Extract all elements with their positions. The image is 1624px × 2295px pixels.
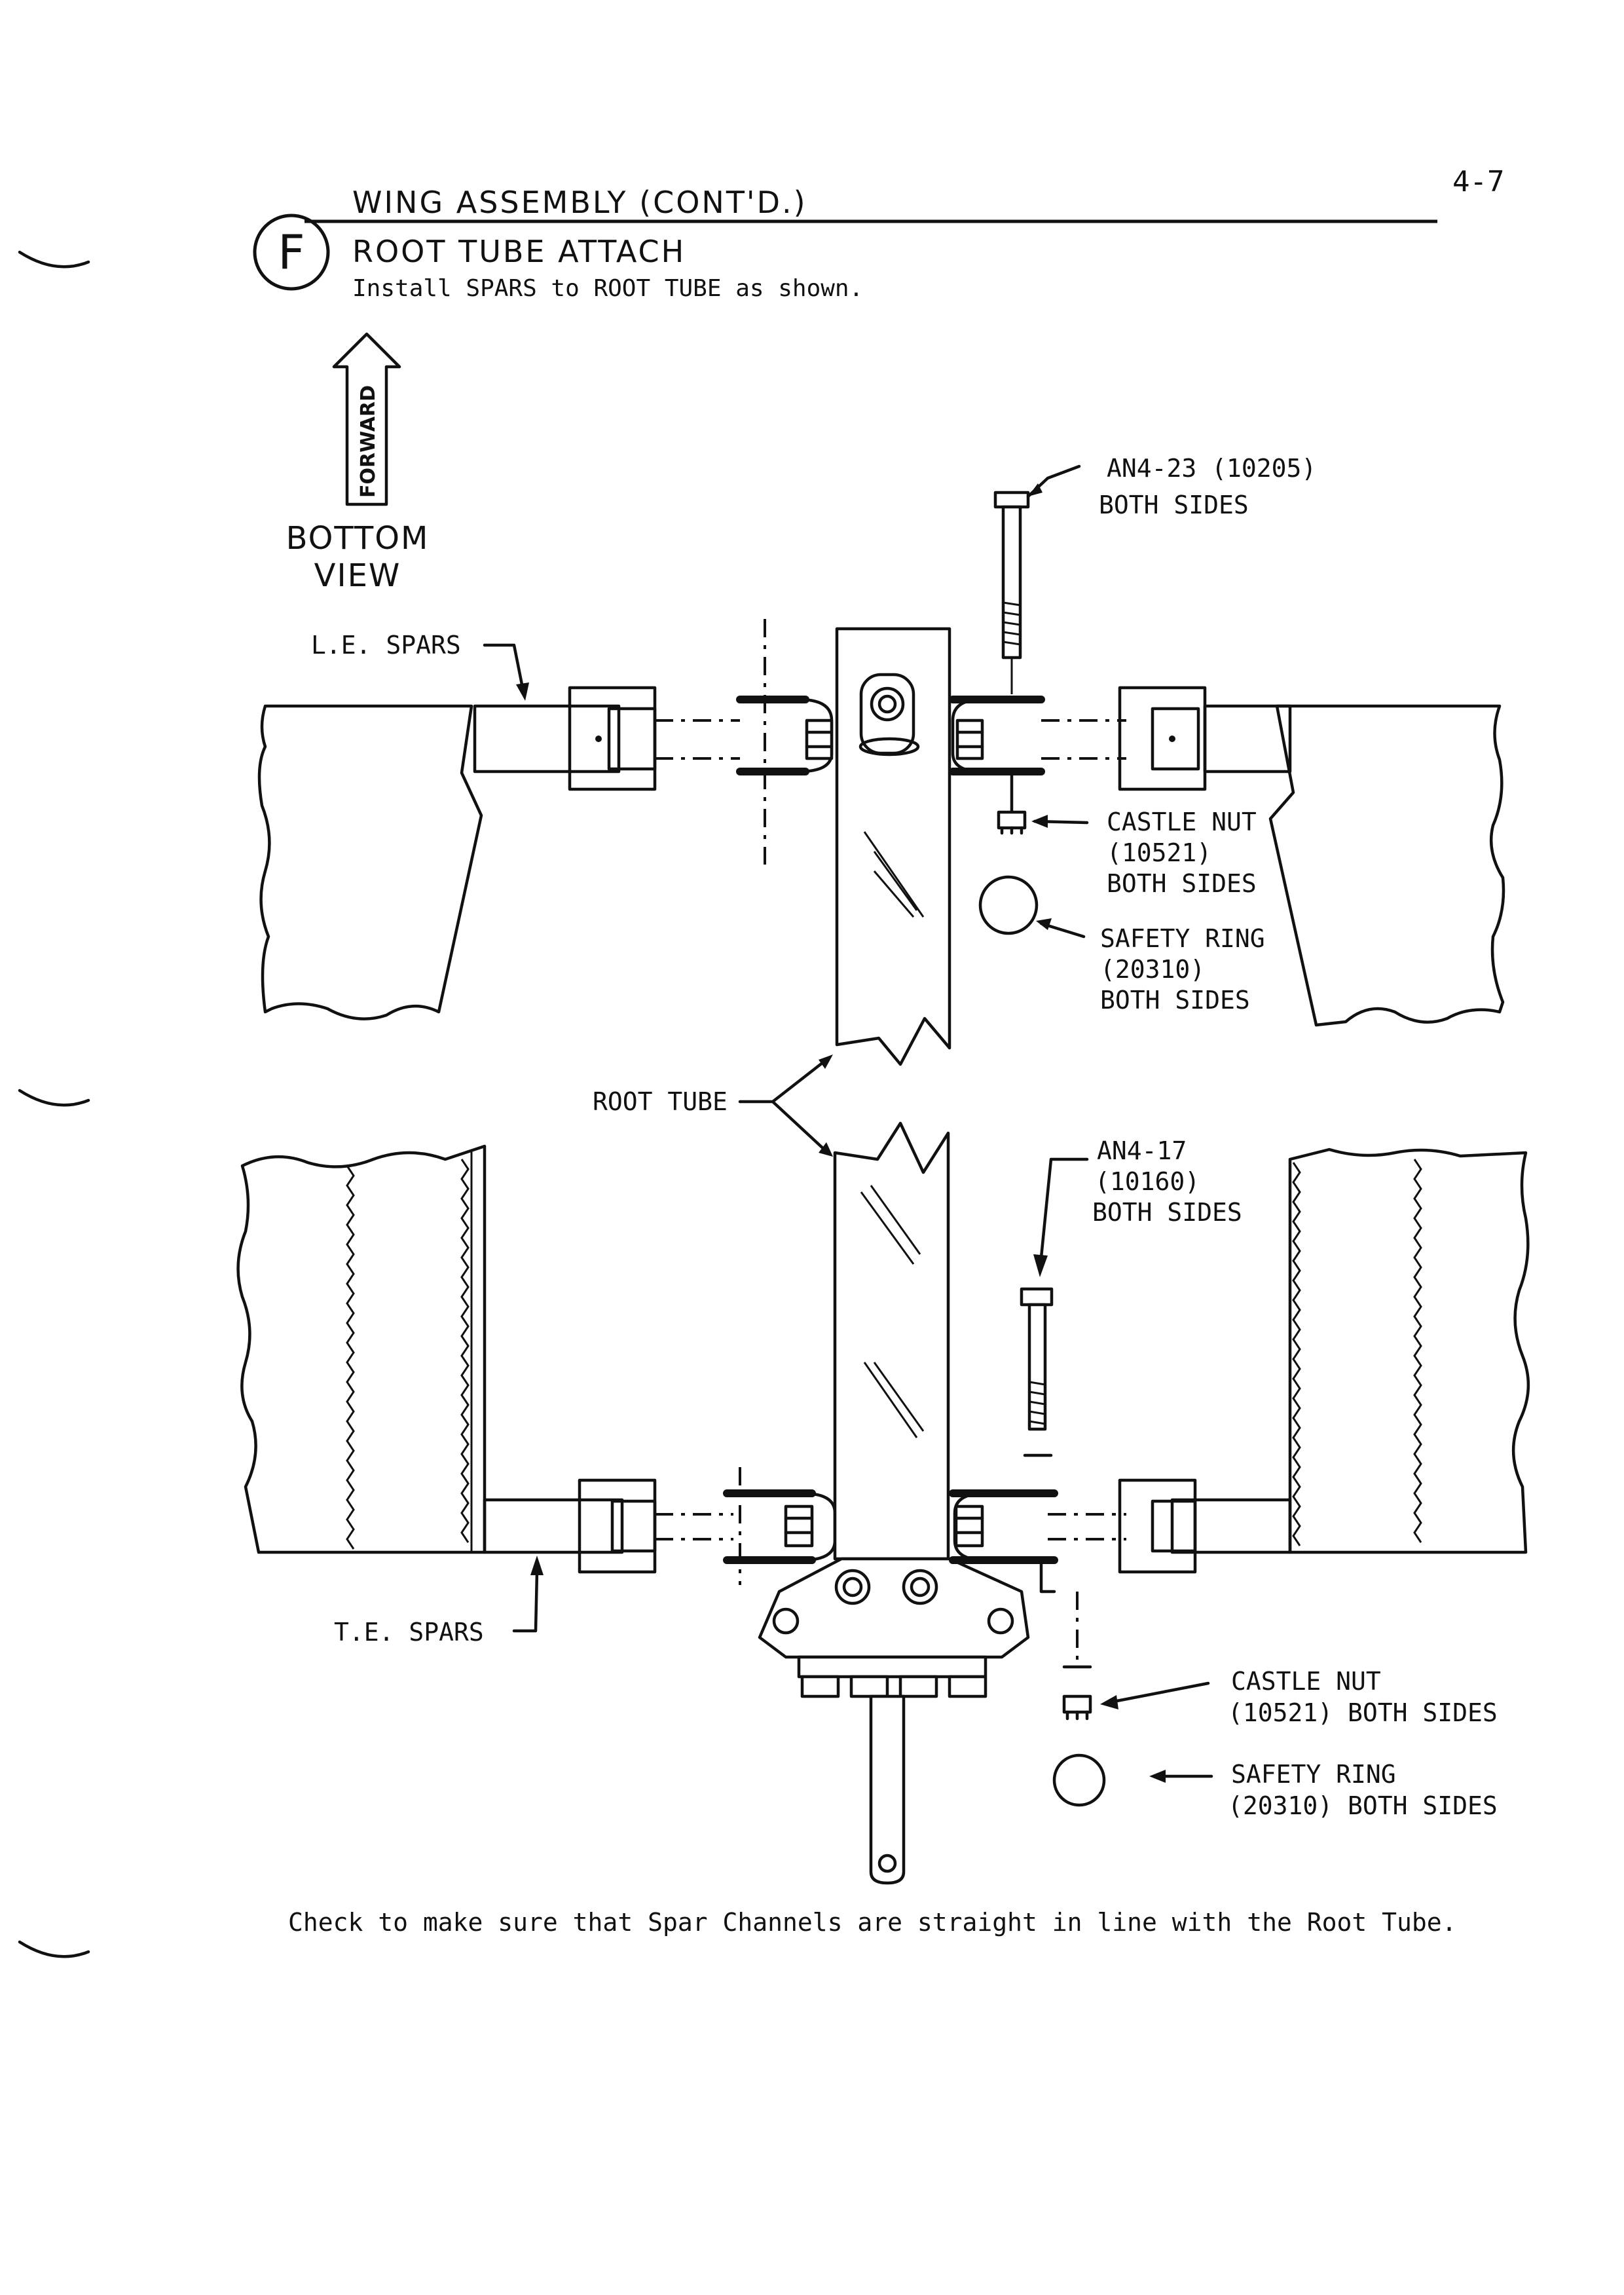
te-left-nut-icon [784, 1504, 814, 1548]
label-ring-bottom-line1: SAFETY RING [1231, 1760, 1396, 1789]
label-te-spars: T.E. SPARS [334, 1618, 484, 1647]
le-left-nut-icon [805, 718, 834, 760]
label-castle-top-line2: (10521) [1107, 838, 1211, 867]
section-subtitle: ROOT TUBE ATTACH [352, 234, 686, 269]
le-right-wing-panel [1268, 704, 1505, 1027]
view-label-line1: BOTTOM [286, 520, 430, 557]
label-ring-top-line1: SAFETY RING [1100, 924, 1265, 953]
mount-nuts-icon [797, 1655, 987, 1698]
label-le-spars: L.E. SPARS [311, 631, 461, 660]
te-right-nut-icon [954, 1504, 984, 1548]
page-number: 4-7 [1452, 165, 1504, 198]
le-left-spar [473, 704, 621, 774]
safety-ring-top-icon [978, 875, 1039, 935]
label-root-tube: ROOT TUBE [593, 1087, 728, 1116]
te-right-spar [1170, 1498, 1292, 1554]
bolt-an4-23-icon [993, 491, 1030, 660]
castle-nut-bottom-icon [1062, 1694, 1092, 1721]
step-letter: F [278, 225, 304, 280]
le-left-spar-fitting [568, 686, 657, 791]
te-left-wing-panel [236, 1144, 487, 1554]
label-castle-top-line1: CASTLE NUT [1107, 808, 1257, 836]
le-right-spar [1203, 704, 1292, 774]
le-right-nut-icon [955, 718, 984, 760]
label-ring-bottom-line2: (20310) BOTH SIDES [1228, 1791, 1498, 1820]
te-right-spar-fitting [1118, 1478, 1197, 1574]
te-right-wing-panel [1288, 1148, 1530, 1554]
root-tube-mount-plate [758, 1557, 1030, 1659]
view-label-line2: VIEW [314, 557, 401, 594]
binder-mark-2 [18, 1089, 90, 1107]
label-bolt-bottom-line1: AN4-17 [1097, 1136, 1187, 1165]
label-castle-top-line3: BOTH SIDES [1107, 869, 1257, 898]
label-ring-top-line3: BOTH SIDES [1100, 986, 1250, 1015]
control-rod [869, 1694, 906, 1885]
label-bolt-top-line2: BOTH SIDES [1099, 491, 1249, 519]
instruction-text: Install SPARS to ROOT TUBE as shown. [352, 275, 863, 302]
label-ring-top-line2: (20310) [1100, 955, 1205, 984]
label-bolt-bottom-line2: (10160) [1095, 1167, 1200, 1196]
forward-label: FORWARD [357, 385, 380, 498]
root-tube-fitting-upper [858, 673, 920, 756]
label-bolt-bottom-line3: BOTH SIDES [1092, 1198, 1242, 1227]
footer-note: Check to make sure that Spar Channels ar… [288, 1908, 1456, 1937]
step-letter-circle [253, 214, 330, 291]
forward-arrow-icon: FORWARD [332, 332, 401, 506]
root-tube-lower [833, 1121, 950, 1561]
label-castle-bottom-line1: CASTLE NUT [1231, 1667, 1381, 1696]
castle-nut-top-icon [997, 810, 1027, 835]
te-left-spar [483, 1498, 624, 1554]
binder-mark-3 [18, 1940, 90, 1958]
page-title: WING ASSEMBLY (CONT'D.) [352, 185, 807, 220]
label-castle-bottom-line2: (10521) BOTH SIDES [1228, 1698, 1498, 1727]
te-left-spar-fitting [578, 1478, 657, 1574]
label-bolt-top-line1: AN4-23 (10205) [1107, 454, 1316, 483]
le-right-spar-fitting [1118, 686, 1207, 791]
safety-ring-bottom-icon [1052, 1753, 1106, 1807]
bolt-an4-17-icon [1020, 1287, 1054, 1457]
le-left-wing-panel [257, 704, 483, 1020]
binder-mark-1 [18, 250, 90, 269]
